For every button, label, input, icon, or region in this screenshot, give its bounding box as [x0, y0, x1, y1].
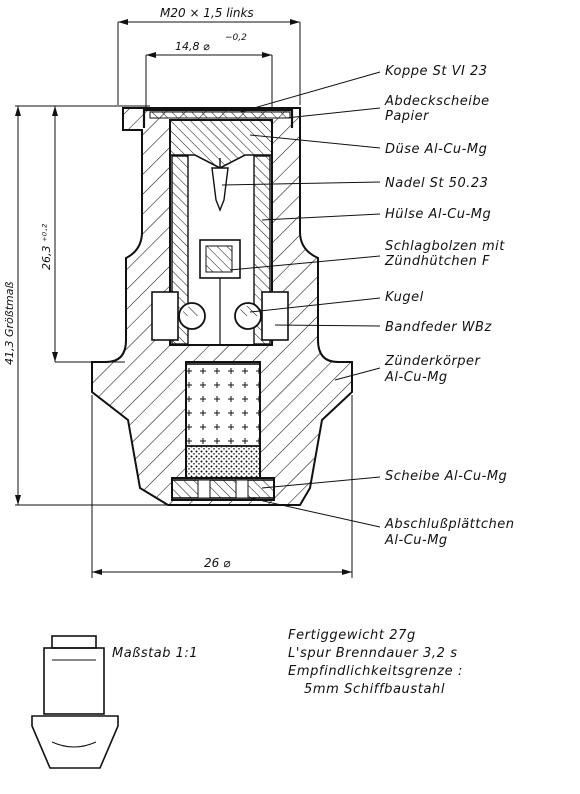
dim-overall-length: 41,3 Größtmaß — [3, 281, 16, 365]
label-abdeckscheibe: Abdeckscheibe — [385, 94, 490, 109]
label-huelse: Hülse Al-Cu-Mg — [385, 207, 492, 222]
dim-base-diameter: 26 ⌀ — [204, 556, 231, 570]
label-zuendhuetchen: Zündhütchen F — [385, 254, 490, 269]
jet-duese — [169, 119, 273, 169]
dimension-lines — [15, 21, 353, 578]
label-duese: Düse Al-Cu-Mg — [385, 142, 488, 157]
label-abschlussplaettchen-material: Al-Cu-Mg — [385, 533, 448, 548]
fuze-body-section — [91, 107, 353, 506]
label-bandfeder: Bandfeder WBz — [385, 320, 492, 335]
washer-scheibe — [171, 479, 275, 499]
label-schlagbolzen: Schlagbolzen mit — [385, 239, 505, 254]
delay-charge — [185, 363, 261, 447]
label-abschlussplaettchen: Abschlußplättchen — [385, 517, 515, 532]
delay-charge-granular — [185, 445, 261, 479]
note-weight: Fertiggewicht 27g — [288, 628, 416, 643]
dim-inner-tolerance: −0,2 — [225, 33, 247, 43]
note-burn-time: L'spur Brenndauer 3,2 s — [288, 646, 458, 661]
note-steel: 5mm Schiffbaustahl — [304, 682, 446, 697]
dim-thread: M20 × 1,5 links — [160, 6, 254, 20]
label-nadel: Nadel St 50.23 — [385, 176, 489, 191]
label-koppe: Koppe St VI 23 — [385, 64, 488, 79]
dim-inner-length: 26,3 ⁺⁰·² — [40, 223, 53, 270]
scale-sketch — [31, 635, 119, 769]
label-zuenderkoerper: Zünderkörper — [385, 354, 481, 369]
label-zuenderkoerper-material: Al-Cu-Mg — [385, 370, 448, 385]
dim-inner-diameter: 14,8 ⌀ — [175, 40, 210, 53]
cap-koppe — [142, 108, 294, 128]
leader-lines — [221, 71, 381, 528]
band-spring-left — [151, 291, 179, 341]
dimension-arrows — [15, 19, 352, 575]
note-sensitivity: Empfindlichkeitsgrenze : — [288, 664, 463, 679]
needle-nadel — [211, 167, 229, 212]
label-abdeckscheibe-material: Papier — [385, 109, 430, 124]
label-scheibe: Scheibe Al-Cu-Mg — [385, 469, 508, 484]
band-spring-right — [261, 291, 289, 341]
scale-label: Maßstab 1:1 — [112, 646, 199, 661]
label-kugel: Kugel — [385, 290, 424, 305]
cover-disc — [149, 111, 291, 119]
